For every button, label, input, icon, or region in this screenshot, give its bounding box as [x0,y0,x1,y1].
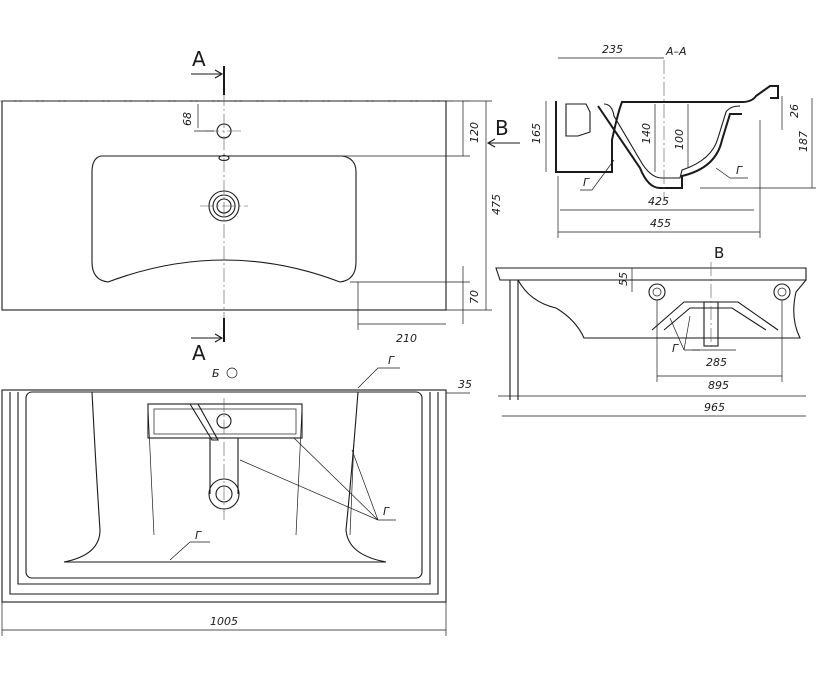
dim-475-text: 475 [490,194,503,215]
dim-26-text: 26 [788,104,801,118]
dim-455-text: 455 [650,217,671,230]
side-hole-right [773,283,791,301]
dim-140-text: 140 [640,123,653,144]
callout-g5-leader [715,167,748,179]
dim-100-text: 100 [673,129,686,150]
top-view: A A B 68 120 475 70 210 [0,47,520,365]
bottom-inner-step [9,392,439,595]
section-a-bottom-label: A [192,341,206,365]
bottom-view-title: Б [212,367,220,380]
callout-g3: Г [383,505,390,518]
callout-g1-leader [357,367,400,389]
dim-1005-text: 1005 [210,615,238,628]
section-aa-title: A–A [665,45,687,58]
side-hole-left [648,283,666,301]
overflow-box-inner [153,408,297,435]
dim-165-text: 165 [530,123,543,144]
bowl-bottom-contour [63,391,387,563]
section-aa-outer [555,85,779,189]
dim-285-text: 285 [706,356,727,369]
bottom-inner-step-2 [17,392,431,585]
bottom-view-marker [226,367,238,379]
view-b-arrow-label: B [495,116,509,140]
callout-g1: Г [388,354,395,367]
callout-g2: Г [195,529,202,542]
section-aa-inner [565,103,741,179]
dim-187-text: 187 [797,131,810,152]
side-hole-left-inner [652,287,662,297]
dim-70-text: 70 [468,290,481,304]
bowl-outline [91,155,357,283]
view-b-title: B [714,244,724,262]
side-view-b: B 55 285 895 965 Г [495,244,807,417]
bottom-bowl-frame [25,391,423,579]
bottom-view: Б Г Г Г 35 1005 [1,354,472,636]
callout-g6: Г [672,342,679,355]
callout-g6-leaders [669,315,700,351]
callout-g2-leader [169,541,210,561]
dim-425-text: 425 [648,195,669,208]
overflow-channel [189,403,219,441]
section-a-top-label: A [192,47,206,71]
bowl-bottom-contour-inner [147,407,355,536]
bottom-outer [1,389,447,603]
side-outline [495,267,807,400]
side-hole-right-inner [777,287,787,297]
view-b-arrow [486,138,520,148]
dim-895-text: 895 [708,379,729,392]
dim-965-text: 965 [704,401,725,414]
dim-35-text: 35 [458,378,472,391]
section-a-top-arrow [191,69,224,79]
dim-235-text: 235 [602,43,623,56]
callout-g5: Г [736,164,743,177]
dim-210-text: 210 [396,332,417,345]
dim-55-text: 55 [617,272,630,286]
callout-g4-leader [580,159,615,191]
overflow-box [147,403,303,439]
callout-g3-leaders [239,437,396,521]
section-a-bottom-arrow [191,333,224,343]
dim-68-text: 68 [181,112,194,126]
dim-120-text: 120 [468,122,481,143]
callout-g4: Г [583,176,590,189]
drain-channel [209,438,239,494]
side-bowl-underside [651,301,779,331]
section-aa-view: A–A 235 26 165 140 100 187 425 455 Г Г [530,43,816,238]
